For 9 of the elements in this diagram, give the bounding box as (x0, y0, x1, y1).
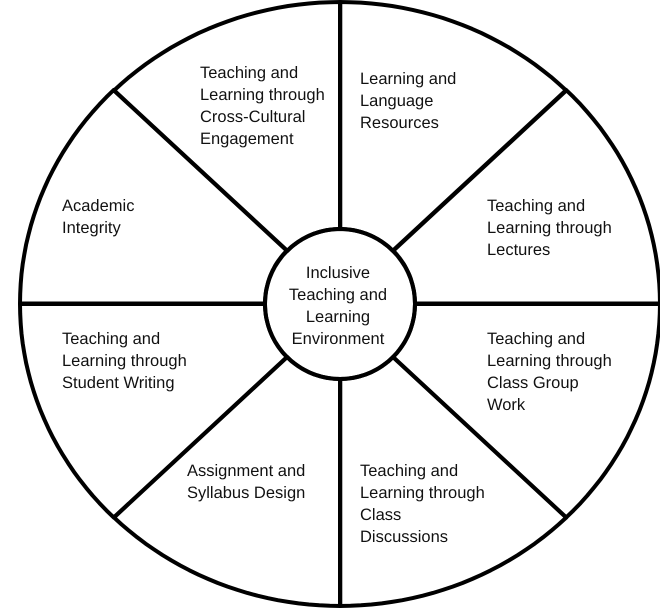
segment-label: Teaching and Learning through Class Discussions (360, 460, 486, 548)
segment-label: Inclusive Teaching and Learning Environment (288, 263, 388, 350)
segment-label: Teaching and Learning through Student Writing (62, 329, 188, 394)
segment-label: Assignment and Syllabus Design (186, 460, 306, 504)
segment-label: Teaching and Learning through Class Group Work (486, 329, 612, 416)
segment-label: Academic Integrity (62, 196, 136, 239)
segment-label: Teaching and Learning through Cross-Cultural Engagement (200, 63, 326, 150)
segment-label: Teaching and Learning through Lectures (486, 196, 612, 261)
segment-label: Learning and Language Resources (360, 69, 458, 134)
